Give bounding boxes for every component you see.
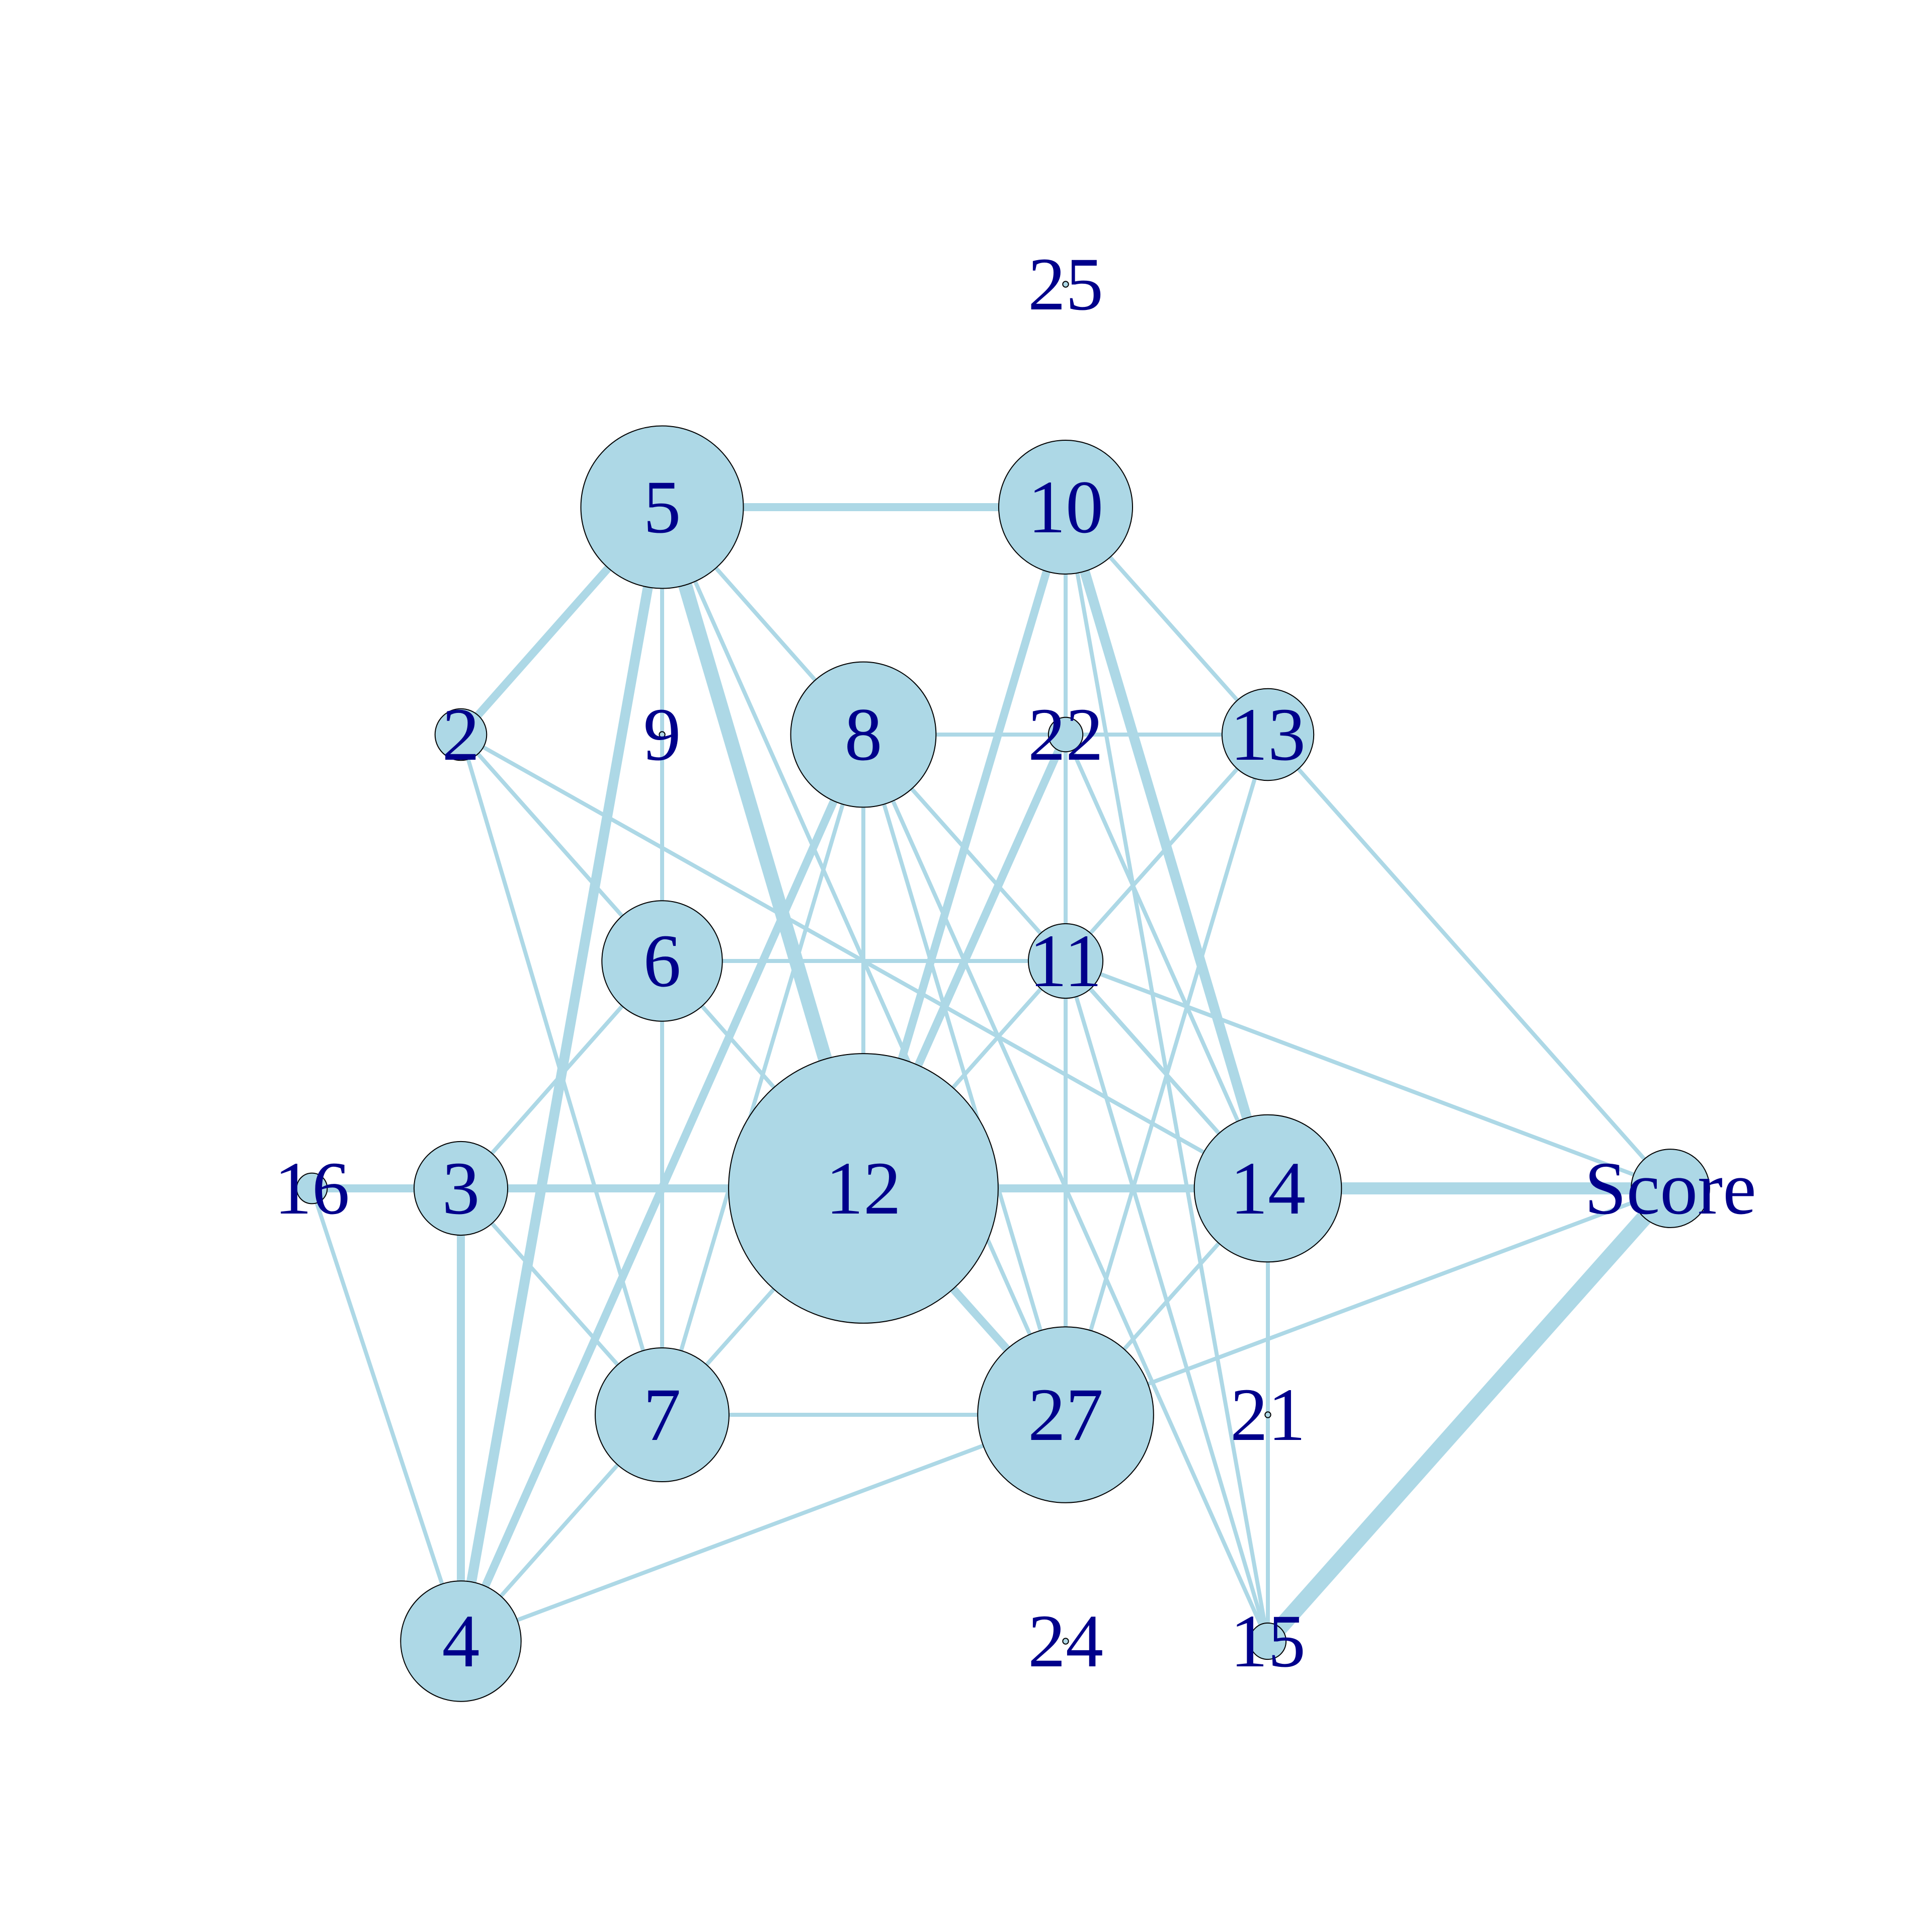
edge-13-11	[1064, 733, 1269, 962]
node-label-25: 25	[1028, 243, 1103, 326]
node-label-5: 5	[643, 465, 681, 549]
edge-13-Score	[1266, 733, 1672, 1190]
node-label-14: 14	[1230, 1147, 1306, 1230]
node-2	[434, 708, 488, 761]
node-label-3: 3	[442, 1147, 480, 1230]
node-label-Score: Score	[1584, 1147, 1756, 1230]
node-label-9: 9	[643, 693, 681, 776]
node-7	[595, 1347, 730, 1482]
edge-22-14	[1064, 734, 1270, 1189]
node-27	[977, 1326, 1154, 1503]
node-4	[400, 1580, 522, 1702]
node-label-24: 24	[1028, 1599, 1103, 1683]
edge-Score-15	[1262, 1183, 1676, 1647]
node-9	[659, 731, 666, 738]
labels-layer: 25 5 10 2 9 8 22 13 6 11 16 3 12 14 Score 7 27 21 4 24 15	[274, 243, 1756, 1683]
node-25	[1062, 281, 1069, 288]
node-label-7: 7	[643, 1373, 681, 1457]
node-5	[580, 425, 744, 589]
node-12	[728, 1053, 999, 1324]
edge-27-4	[460, 1413, 1067, 1643]
node-8	[790, 661, 937, 808]
node-11	[1027, 923, 1104, 999]
node-label-16: 16	[274, 1147, 350, 1230]
node-Score	[1631, 1149, 1710, 1228]
node-24	[1062, 1638, 1069, 1645]
node-label-15: 15	[1230, 1599, 1306, 1683]
node-label-13: 13	[1230, 693, 1306, 776]
node-22	[1048, 716, 1084, 753]
node-label-8: 8	[845, 693, 882, 776]
node-3	[413, 1141, 509, 1236]
node-label-10: 10	[1028, 465, 1103, 549]
edges-layer	[310, 503, 1676, 1647]
node-13	[1221, 688, 1315, 781]
node-15	[1249, 1622, 1287, 1660]
node-16	[296, 1172, 328, 1204]
node-label-27: 27	[1028, 1373, 1103, 1457]
node-21	[1264, 1411, 1271, 1418]
node-label-6: 6	[643, 919, 681, 1003]
node-14	[1193, 1114, 1342, 1263]
node-6	[601, 900, 723, 1022]
node-10	[998, 440, 1133, 575]
nodes-layer	[296, 281, 1710, 1702]
edge-16-4	[310, 1187, 463, 1642]
node-label-4: 4	[442, 1599, 480, 1683]
node-label-22: 22	[1028, 693, 1103, 776]
node-label-2: 2	[442, 693, 480, 776]
edge-11-Score	[1065, 959, 1671, 1190]
node-label-12: 12	[826, 1147, 901, 1230]
edge-Score-27	[1065, 1186, 1671, 1417]
node-label-21: 21	[1230, 1373, 1306, 1457]
node-label-11: 11	[1029, 919, 1102, 1003]
